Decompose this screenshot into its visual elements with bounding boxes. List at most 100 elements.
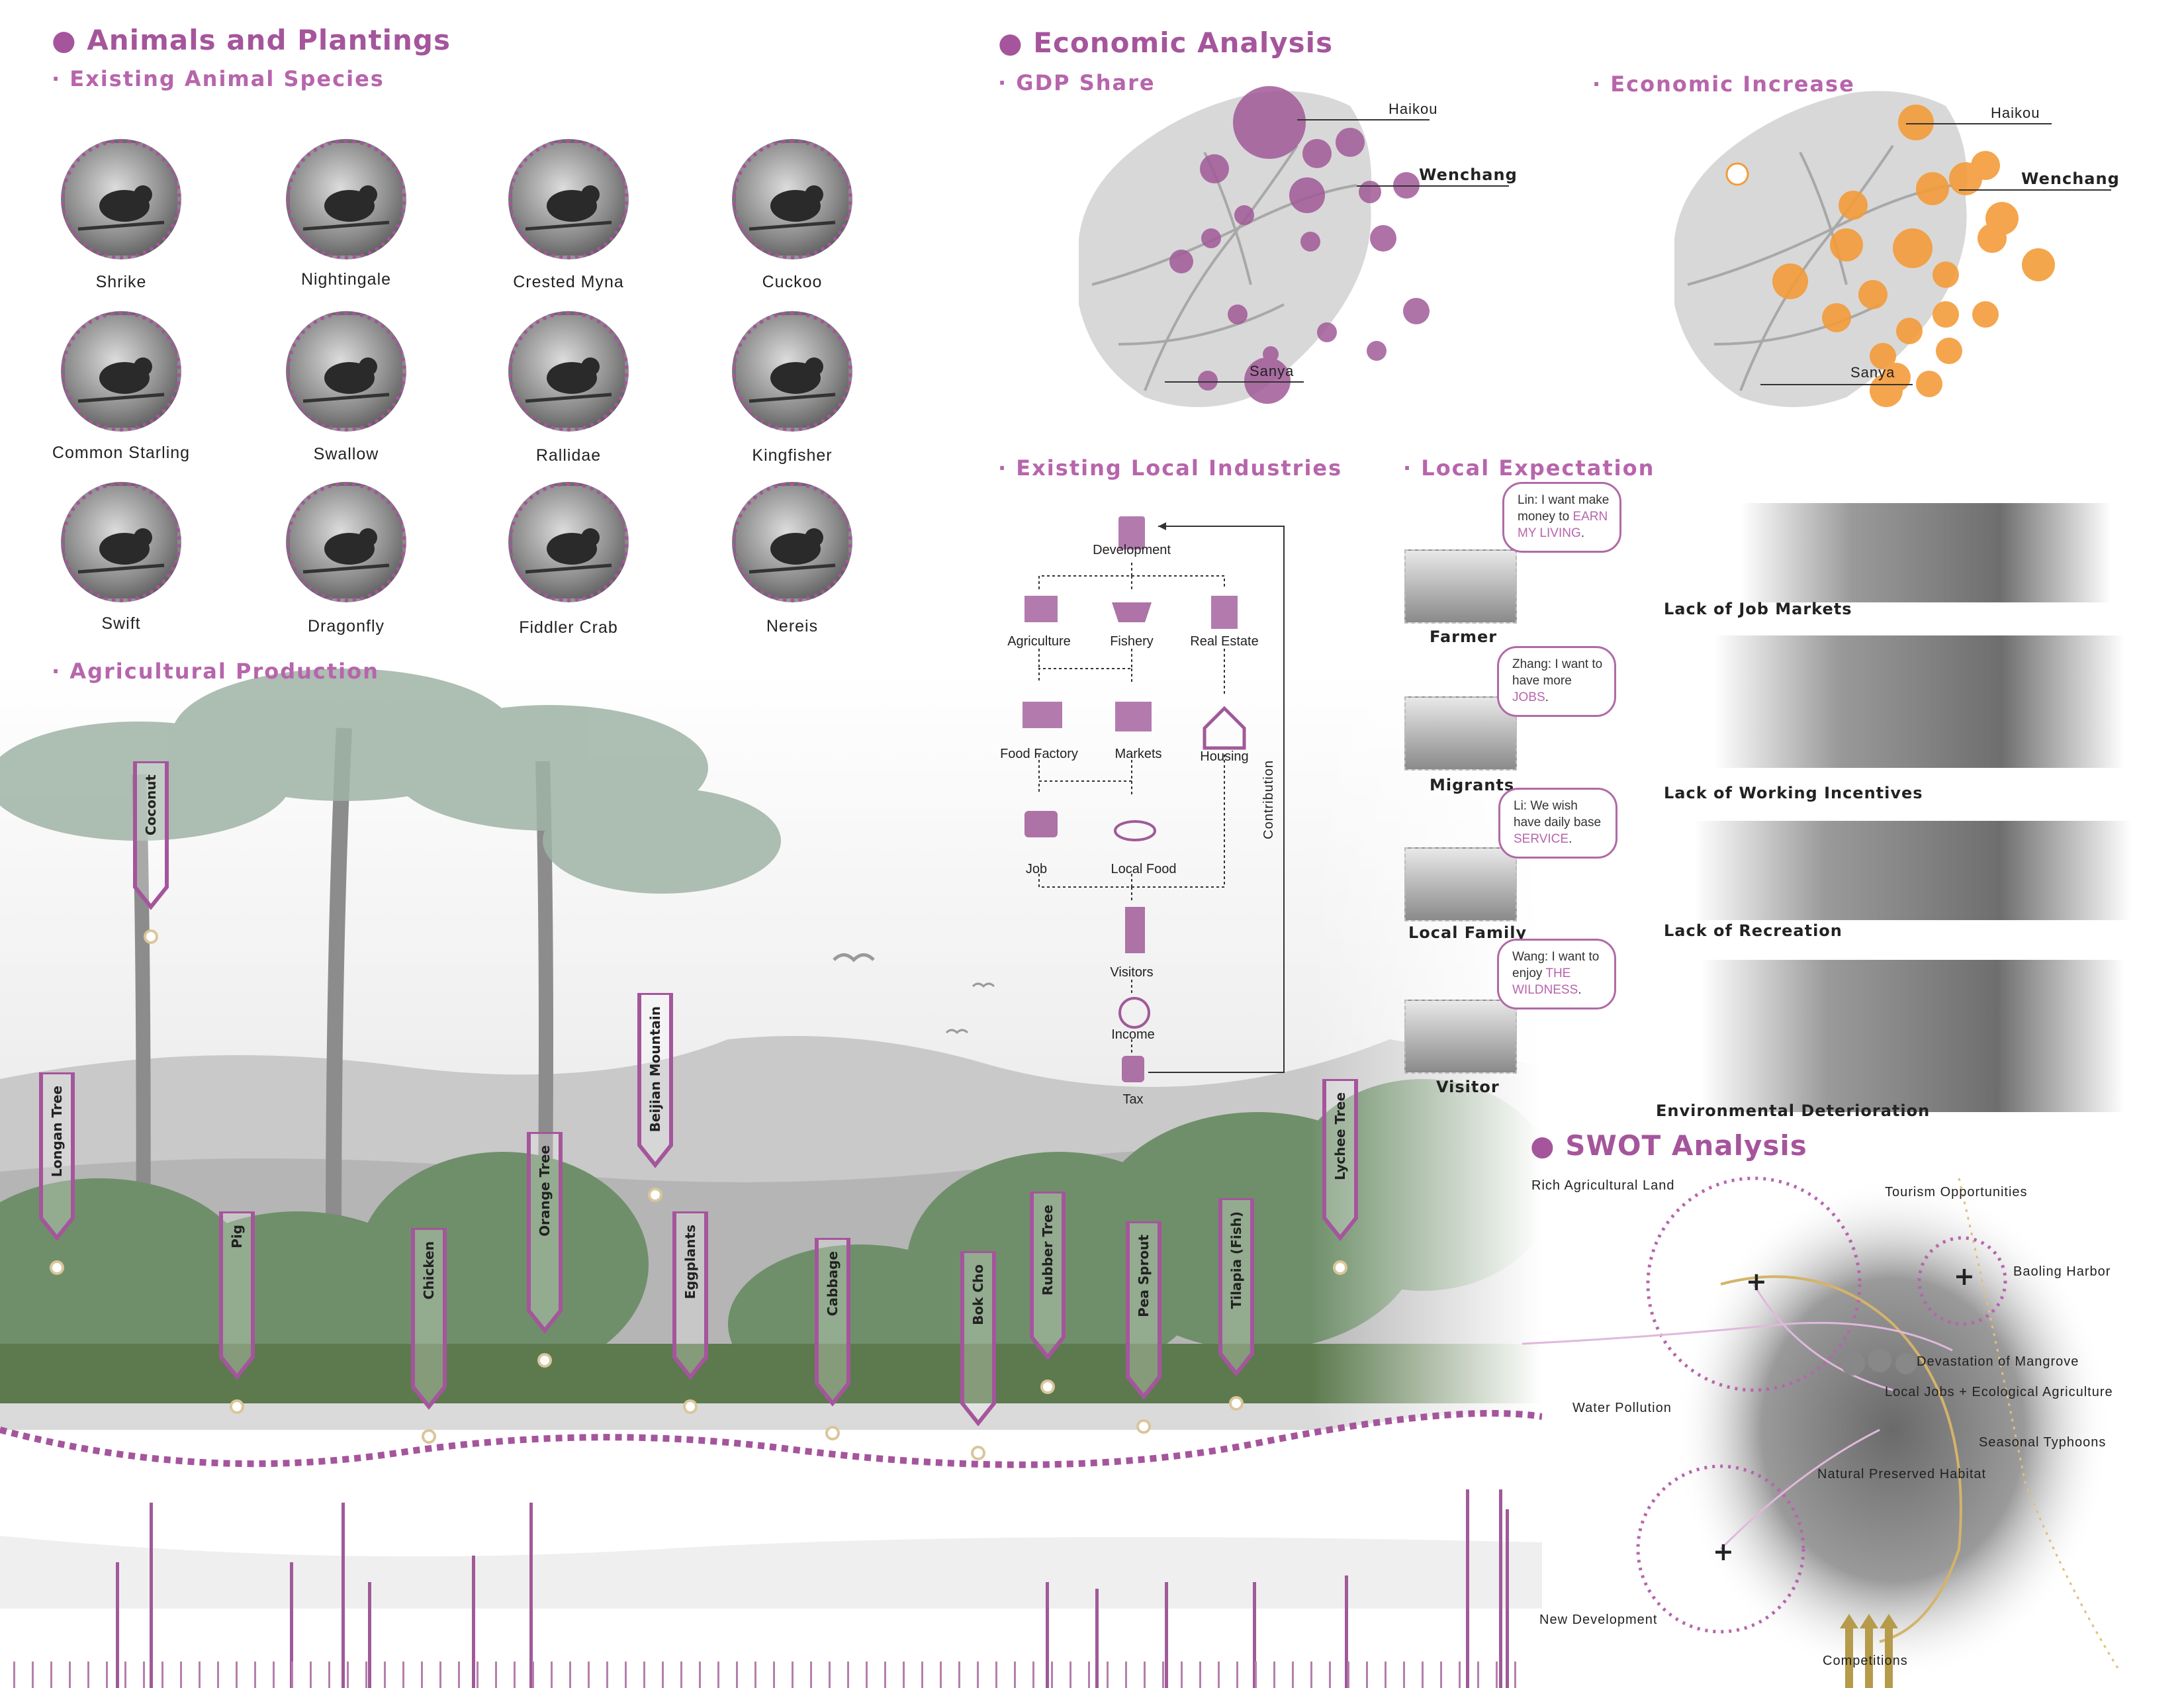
bubble-text[interactable]: Wang: I want to enjoy [1512,950,1600,980]
issue-label[interactable]: Lack of Working Incentives [1664,784,1923,802]
bubble-highlight[interactable]: THE WILDNESS [1512,966,1578,997]
industry-node-label[interactable]: Local Food [1111,862,1177,876]
swot-label[interactable]: Seasonal Typhoons [1979,1435,2107,1450]
industry-node-label[interactable]: Housing [1200,749,1249,764]
agri-tag-label[interactable]: Chicken [421,1241,437,1300]
agri-tag-pennant[interactable]: Pig [218,1211,255,1414]
industry-node-label[interactable]: Real Estate [1190,634,1259,649]
swot-label[interactable]: Devastation of Mangrove [1917,1354,2079,1369]
swot-label[interactable]: Water Pollution [1572,1401,1672,1415]
agri-tag-pennant[interactable]: Cabbage [814,1238,851,1440]
agri-tag-label[interactable]: Pea Sprout [1136,1235,1152,1317]
agri-tag-label[interactable]: Cabbage [825,1251,841,1317]
person-photo[interactable] [1404,696,1517,771]
speech-bubble[interactable]: Li: We wish have daily base SERVICE. [1498,788,1617,859]
issue-collage-photo[interactable] [1701,960,2124,1112]
swot-label[interactable]: Rich Agricultural Land [1531,1178,1675,1193]
person-name[interactable]: Visitor [1436,1078,1500,1096]
speech-bubble[interactable]: Zhang: I want to have more JOBS. [1497,646,1616,717]
bubble-highlight[interactable]: EARN MY LIVING [1518,510,1608,540]
agri-tag-pennant[interactable]: Lychee Tree [1322,1079,1359,1275]
agri-tag-label[interactable]: Lychee Tree [1332,1092,1348,1181]
swot-label[interactable]: Local Jobs + Ecological Agriculture [1885,1385,2113,1399]
animal-photo[interactable] [286,482,406,602]
animal-photo[interactable] [732,139,852,259]
person-photo[interactable] [1404,1000,1517,1074]
bubble-text-end[interactable]: . [1580,526,1585,540]
agri-tag-pennant[interactable]: Tilapia (Fish) [1218,1198,1255,1411]
animal-photo[interactable] [61,311,181,432]
agri-tag-pennant[interactable]: Chicken [410,1228,447,1444]
bubble-text-end[interactable]: . [1569,832,1572,846]
industry-node-label[interactable]: Markets [1115,747,1162,761]
industry-node-label[interactable]: Development [1093,543,1171,557]
speech-bubble[interactable]: Wang: I want to enjoy THE WILDNESS. [1497,939,1616,1009]
agri-tag-label[interactable]: Tilapia (Fish) [1228,1211,1244,1309]
bubble-text-end[interactable]: . [1578,983,1582,997]
issue-collage-photo[interactable] [1714,635,2124,768]
agri-tag-label[interactable]: Coconut [143,774,159,836]
issue-collage-photo[interactable] [1694,821,2131,920]
bubble-text[interactable]: Zhang: I want to have more [1512,657,1603,688]
issue-label[interactable]: Lack of Recreation [1664,921,1843,940]
swot-label[interactable]: Natural Preserved Habitat [1817,1467,1987,1481]
industry-node-label[interactable]: Income [1111,1027,1155,1042]
animal-photo[interactable] [286,311,406,432]
animal-name[interactable]: Cuckoo [762,273,823,291]
person-photo[interactable] [1404,847,1517,921]
agri-tag-label[interactable]: Beijian Mountain [647,1006,663,1133]
animal-photo[interactable] [508,139,629,259]
animal-photo[interactable] [286,139,406,259]
agri-tag-label[interactable]: Rubber Tree [1040,1205,1056,1296]
industry-node-label[interactable]: Fishery [1110,634,1154,649]
speech-bubble[interactable]: Lin: I want make money to EARN MY LIVING… [1502,482,1621,553]
issue-collage-photo[interactable] [1741,503,2111,602]
agri-tag-label[interactable]: Eggplants [682,1225,698,1299]
bubble-highlight[interactable]: JOBS [1512,690,1545,704]
issue-label[interactable]: Environmental Deterioration [1656,1102,1931,1120]
animal-name[interactable]: Nereis [766,617,819,635]
bubble-text-end[interactable]: . [1545,690,1549,704]
animal-photo[interactable] [508,482,629,602]
animal-name[interactable]: Common Starling [52,444,191,462]
agri-tag-pennant[interactable]: Pea Sprout [1125,1221,1162,1434]
animal-name[interactable]: Kingfisher [752,446,833,465]
bubble-text[interactable]: Lin: I want make money to [1518,493,1610,524]
animal-photo[interactable] [61,482,181,602]
swot-label[interactable]: New Development [1539,1613,1658,1627]
animal-photo[interactable] [508,311,629,432]
agri-tag-label[interactable]: Longan Tree [49,1086,65,1178]
industry-node-label[interactable]: Visitors [1110,965,1154,980]
person-name[interactable]: Migrants [1430,776,1515,794]
agri-tag-pennant[interactable]: Orange Tree [526,1132,563,1368]
person-name[interactable]: Local Family [1408,923,1527,942]
animal-photo[interactable] [732,311,852,432]
bubble-highlight[interactable]: SERVICE [1514,832,1569,846]
animal-photo[interactable] [61,139,181,259]
agri-tag-pennant[interactable]: Longan Tree [38,1072,75,1275]
industry-node-label[interactable]: Food Factory [1000,747,1078,761]
person-photo[interactable] [1404,549,1517,624]
agri-tag-pennant[interactable]: Beijian Mountain [637,993,674,1202]
agri-tag-pennant[interactable]: Rubber Tree [1029,1192,1066,1394]
swot-label[interactable]: Competitions [1823,1654,1908,1668]
agri-tag-pennant[interactable]: Coconut [132,761,169,944]
industry-node-label[interactable]: Agriculture [1007,634,1071,649]
agri-tag-pennant[interactable]: Eggplants [672,1211,709,1414]
animal-name[interactable]: Swift [101,614,141,633]
animal-name[interactable]: Nightingale [300,270,392,289]
animal-name[interactable]: Rallidae [535,446,602,465]
agri-tag-pennant[interactable]: Bok Cho [960,1251,997,1460]
animal-name[interactable]: Fiddler Crab [519,618,618,637]
animal-name[interactable]: Shrike [95,273,147,291]
issue-label[interactable]: Lack of Job Markets [1664,600,1852,618]
animal-name[interactable]: Crested Myna [513,273,624,291]
swot-label[interactable]: Baoling Harbor [2013,1264,2111,1279]
animal-name[interactable]: Swallow [313,445,379,463]
bubble-text[interactable]: Li: We wish have daily base [1514,799,1602,829]
animal-name[interactable]: Dragonfly [308,617,385,635]
agri-tag-label[interactable]: Pig [229,1225,245,1248]
industry-node-label[interactable]: Tax [1122,1092,1144,1107]
agri-tag-label[interactable]: Bok Cho [970,1264,986,1325]
industry-node-label[interactable]: Job [1025,862,1048,876]
